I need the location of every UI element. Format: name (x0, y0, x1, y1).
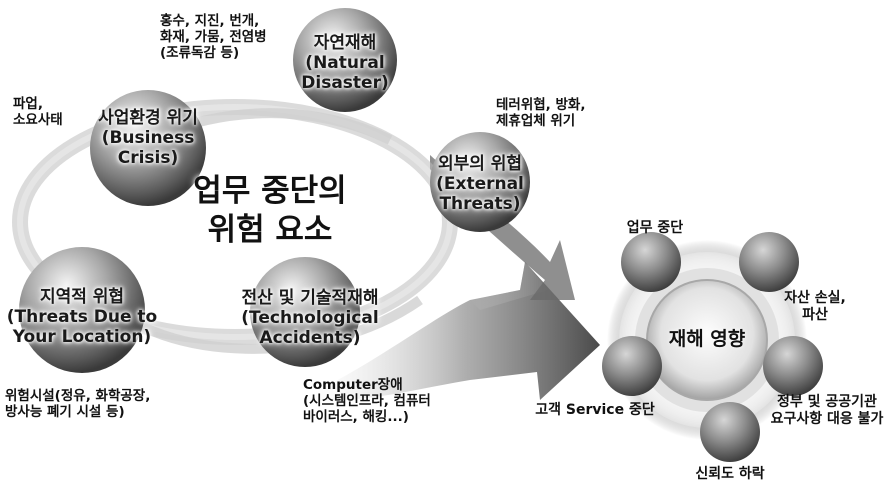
impact-cluster (602, 232, 823, 462)
node-label-external: 외부의 위협 (External Threats) (436, 154, 524, 215)
impact-sphere-3 (763, 336, 823, 396)
center-title: 업무 중단의 위험 요소 (193, 173, 347, 248)
sphere-tech (250, 257, 360, 367)
node-label-natural: 자연재해 (Natural Disaster) (301, 33, 389, 94)
impact-item-3: 정부 및 공공기관 요구사항 대응 불가 (770, 394, 884, 427)
node-label-business: 사업환경 위기 (Business Crisis) (98, 108, 198, 169)
sphere-external (430, 132, 530, 232)
impact-sphere-4 (700, 402, 760, 462)
examples-location: 위험시설(정유, 화학공장, 방사능 폐기 시설 등) (5, 388, 151, 420)
node-label-location: 지역적 위협 (Threats Due to Your Location) (6, 287, 158, 348)
impact-center-label: 재해 영향 (668, 328, 746, 350)
impact-center-sphere (646, 279, 768, 401)
examples-business: 파업, 소요사태 (13, 96, 63, 128)
impact-item-5: 고객 Service 중단 (535, 402, 655, 418)
impact-sphere-5 (602, 336, 662, 396)
impact-sphere-1 (621, 232, 681, 292)
impact-item-2: 자산 손실, 파산 (784, 290, 846, 323)
sphere-business (90, 90, 206, 206)
sphere-location (19, 247, 145, 373)
examples-tech: Computer장애 (시스템인프라, 컴퓨터 바이러스, 해킹...) (303, 377, 431, 425)
examples-natural: 홍수, 지진, 번개, 화재, 가뭄, 전염병 (조류독감 등) (160, 13, 267, 61)
impact-sphere-2 (739, 232, 799, 292)
impact-item-1: 업무 중단 (626, 220, 684, 236)
impact-item-4: 신뢰도 하락 (695, 466, 765, 482)
node-label-tech: 전산 및 기술적재해 (Technological Accidents) (241, 288, 379, 349)
examples-external: 테러위협, 방화, 제휴업체 위기 (496, 97, 586, 129)
sphere-natural (293, 8, 397, 112)
